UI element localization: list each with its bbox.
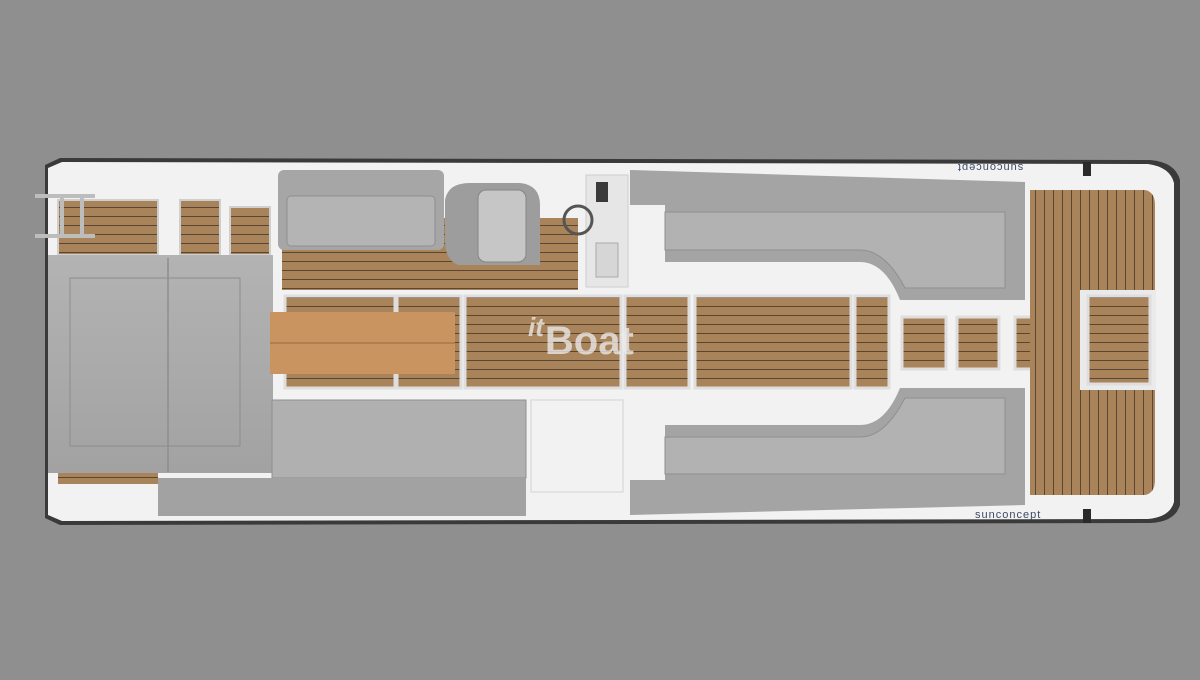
stern-teak-bottom (58, 472, 158, 484)
sunpad (48, 255, 273, 473)
stern-teak-small-2 (229, 206, 271, 256)
swim-ladder (35, 194, 95, 238)
steering-wheel (562, 204, 594, 236)
bow-step-2 (955, 315, 1001, 371)
center-teak-6 (853, 294, 891, 390)
port-lounge (271, 399, 527, 479)
cleat-bottom (1083, 509, 1091, 523)
center-teak-5 (693, 294, 853, 390)
port-lounge-back (158, 478, 526, 516)
fridge-box (530, 399, 624, 493)
center-teak-3 (463, 294, 623, 390)
brand-text-bottom: sunconcept (975, 509, 1042, 521)
stern-teak-left (57, 199, 159, 256)
stern-teak-small-1 (179, 199, 221, 256)
bow-hatch-teak (1086, 294, 1152, 386)
bow-step-1 (900, 315, 948, 371)
helm-seat (445, 183, 540, 265)
watermark-logo: itBoat (528, 312, 634, 364)
brand-text-top: sunconcept (957, 161, 1024, 173)
cleat-top (1083, 162, 1091, 176)
watermark-prefix: it (528, 312, 544, 342)
watermark-word: Boat (544, 319, 634, 363)
center-teak-4 (623, 294, 691, 390)
